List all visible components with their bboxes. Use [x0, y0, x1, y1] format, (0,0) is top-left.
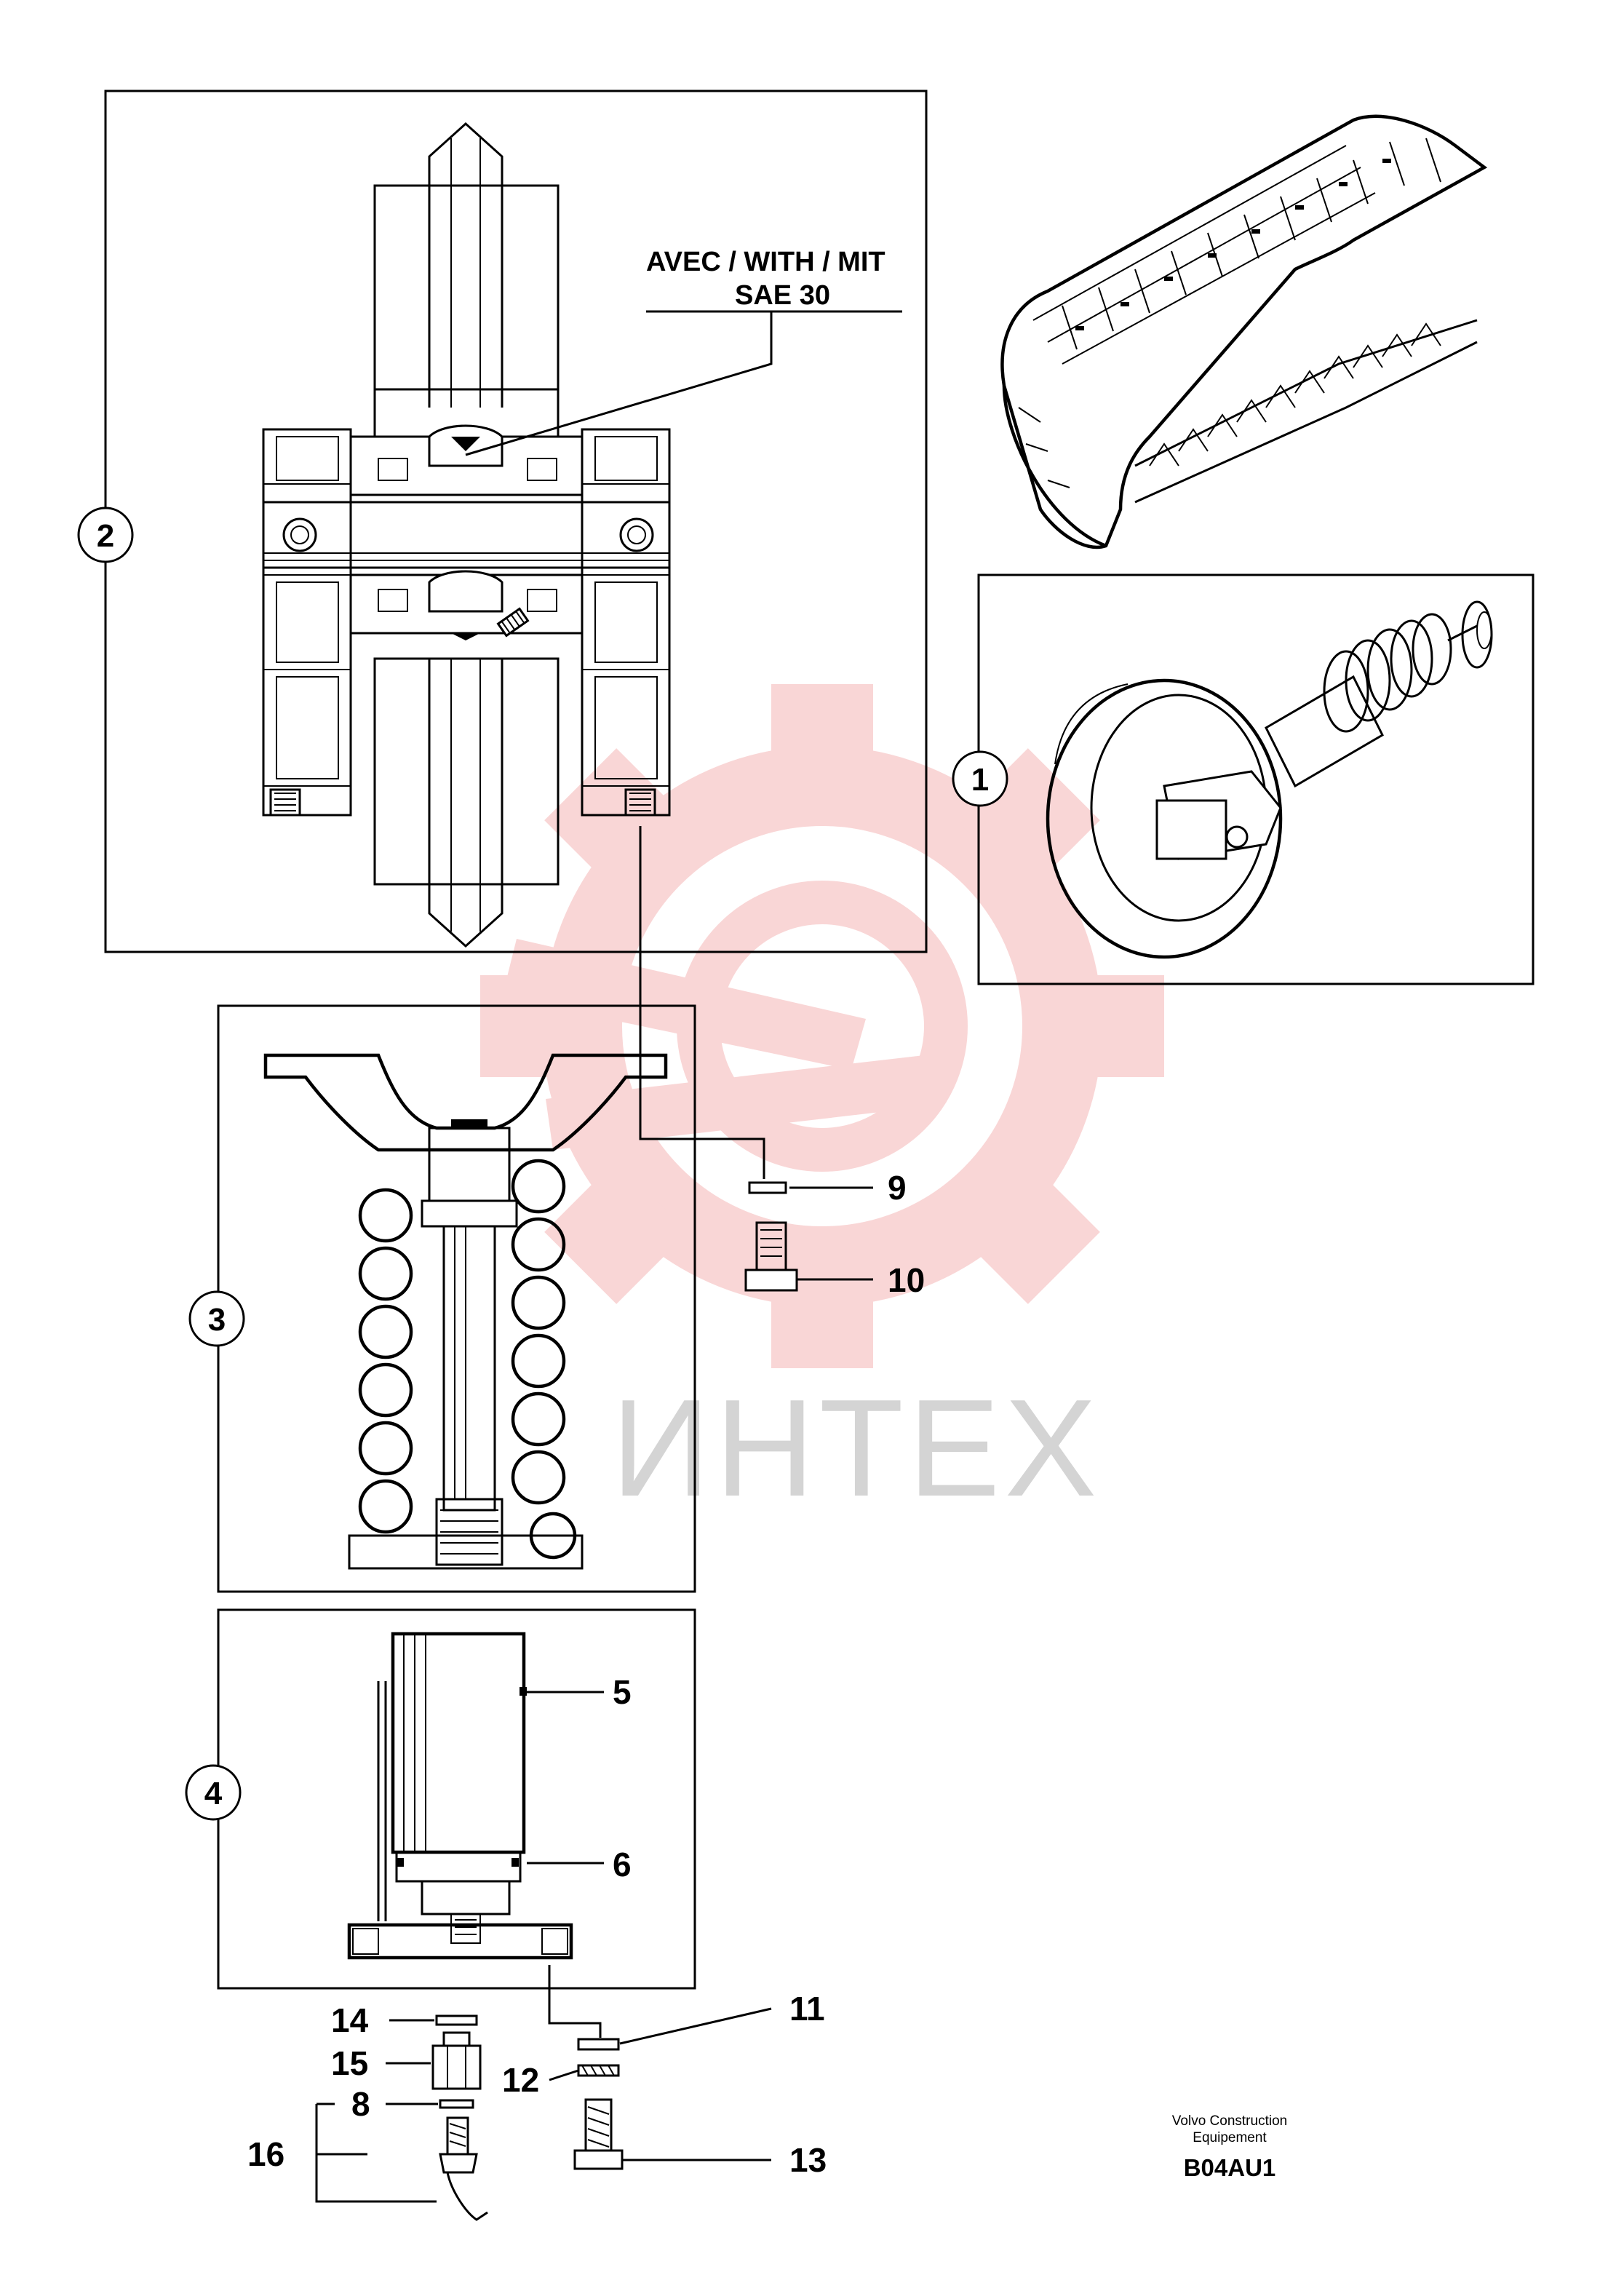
part-6-label: 6 — [613, 1846, 632, 1883]
annotation-line-1: AVEC / WITH / MIT — [646, 247, 885, 277]
part-12-label: 12 — [502, 2061, 539, 2099]
part-8-label: 8 — [351, 2085, 370, 2123]
callout-2: 2 — [77, 507, 134, 563]
part-11-washer: 11 — [577, 1990, 825, 2051]
oil-annotation: AVEC / WITH / MIT SAE 30 — [465, 247, 902, 456]
spring-assembly-drawing — [263, 1053, 668, 1570]
callout-4: 4 — [185, 1764, 242, 1821]
idler-wheel-drawing — [1046, 600, 1493, 959]
part-9-label: 9 — [888, 1169, 907, 1207]
callout-3: 3 — [188, 1290, 245, 1347]
part-5-label: 5 — [613, 1673, 632, 1711]
track-illustration — [1000, 114, 1488, 549]
company-name-line-1: Volvo Construction — [1172, 2113, 1287, 2129]
watermark-text: ИНТЕХ — [611, 1371, 1101, 1525]
callout-1: 1 — [952, 750, 1008, 807]
callout-4-label: 4 — [204, 1776, 223, 1811]
part-15-label: 15 — [331, 2044, 368, 2082]
idler-cross-section-drawing — [262, 122, 671, 948]
footer-block: Volvo Construction Equipement B04AU1 — [1172, 2113, 1287, 2181]
part-9-pin: 9 — [748, 1169, 907, 1207]
part-12-spring-washer: 12 — [502, 2061, 620, 2099]
part-10-label: 10 — [888, 1261, 925, 1299]
leader-box4-to-part-11 — [548, 1965, 602, 2038]
callout-3-label: 3 — [208, 1302, 226, 1338]
part-14-label: 14 — [331, 2001, 369, 2039]
drawing-code: B04AU1 — [1184, 2154, 1276, 2181]
company-name-line-2: Equipement — [1193, 2130, 1267, 2145]
annotation-line-2: SAE 30 — [735, 280, 830, 311]
part-13-bolt: 13 — [573, 2098, 827, 2179]
part-11-label: 11 — [789, 1990, 825, 2028]
section-4-frame — [217, 1608, 696, 1990]
leader-box2-to-part-9 — [639, 826, 765, 1179]
tensioner-cylinder-drawing — [347, 1632, 604, 1960]
part-16-grease-fitting: 16 — [247, 2103, 488, 2221]
callout-2-label: 2 — [97, 518, 114, 554]
part-8-washer: 8 — [351, 2085, 474, 2123]
part-14-washer: 14 — [331, 2001, 478, 2039]
part-15-nut: 15 — [331, 2031, 482, 2090]
part-13-label: 13 — [789, 2141, 827, 2179]
callout-1-label: 1 — [971, 762, 989, 798]
part-16-label: 16 — [247, 2135, 284, 2173]
part-10-bolt: 10 — [744, 1221, 925, 1299]
